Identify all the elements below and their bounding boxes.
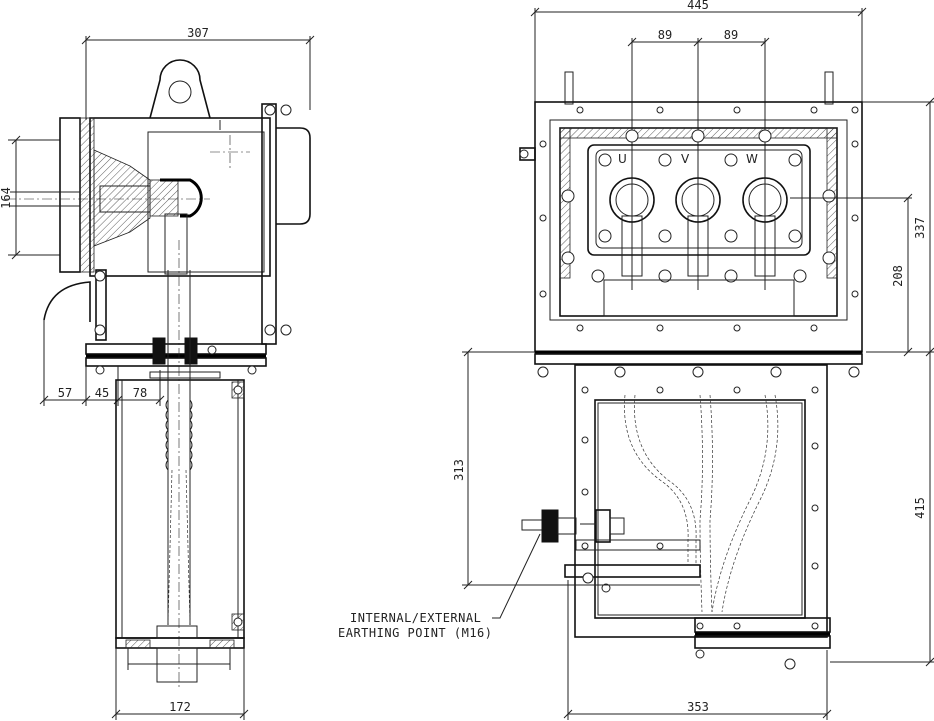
dim-front-width: 445 — [530, 0, 867, 102]
dim-57-label: 57 — [58, 386, 72, 400]
bushing-w — [742, 177, 788, 277]
dim-313-label: 313 — [452, 459, 466, 481]
dim-78-label: 78 — [133, 386, 147, 400]
dim-415-label: 415 — [913, 497, 927, 519]
dim-208-label: 208 — [891, 265, 905, 287]
earthing-leader — [492, 533, 541, 619]
dim-phase-spacing: 89 89 — [627, 28, 770, 290]
side-view: 307 164 — [0, 26, 315, 720]
dim-445-label: 445 — [687, 0, 709, 12]
bushing-v — [675, 177, 721, 277]
side-lower-chamber — [115, 379, 245, 639]
dim-337-label: 337 — [913, 217, 927, 239]
lifting-eye — [149, 59, 211, 119]
phase-label-w: W — [746, 152, 758, 166]
dim-45-label: 45 — [95, 386, 109, 400]
dim-terminal-height: 208 — [790, 193, 913, 357]
dim-353-label: 353 — [687, 700, 709, 714]
bushing-u — [609, 177, 655, 277]
terminal-bolts — [561, 129, 836, 283]
dim-89-right-label: 89 — [724, 28, 738, 42]
dim-164-label: 164 — [0, 187, 13, 209]
frame-bolts — [539, 106, 859, 332]
dim-offsets: 57 45 78 — [39, 320, 165, 406]
flange-bolts — [537, 366, 860, 378]
phase-label-u: U — [618, 152, 627, 166]
chamber-bolts — [581, 386, 819, 670]
dim-box-height: 337 — [862, 97, 934, 357]
dim-chamber-height: 313 — [452, 347, 700, 590]
dim-base-width: 172 — [111, 648, 249, 720]
dim-307-label: 307 — [187, 26, 209, 40]
note-line-2: EARTHING POINT (M16) — [338, 626, 493, 640]
front-view: 445 89 89 — [338, 0, 934, 720]
dim-89-left-label: 89 — [658, 28, 672, 42]
dim-lower-width: 353 — [563, 580, 832, 720]
dim-side-width: 307 — [81, 26, 315, 120]
phase-label-v: V — [681, 152, 690, 166]
dim-flange-height: 164 — [0, 135, 60, 260]
note-line-1: INTERNAL/EXTERNAL — [350, 611, 481, 625]
front-lower-chamber — [574, 364, 828, 638]
earthing-point — [521, 509, 701, 551]
dim-172-label: 172 — [169, 700, 191, 714]
dim-total-height: 415 — [830, 352, 934, 667]
